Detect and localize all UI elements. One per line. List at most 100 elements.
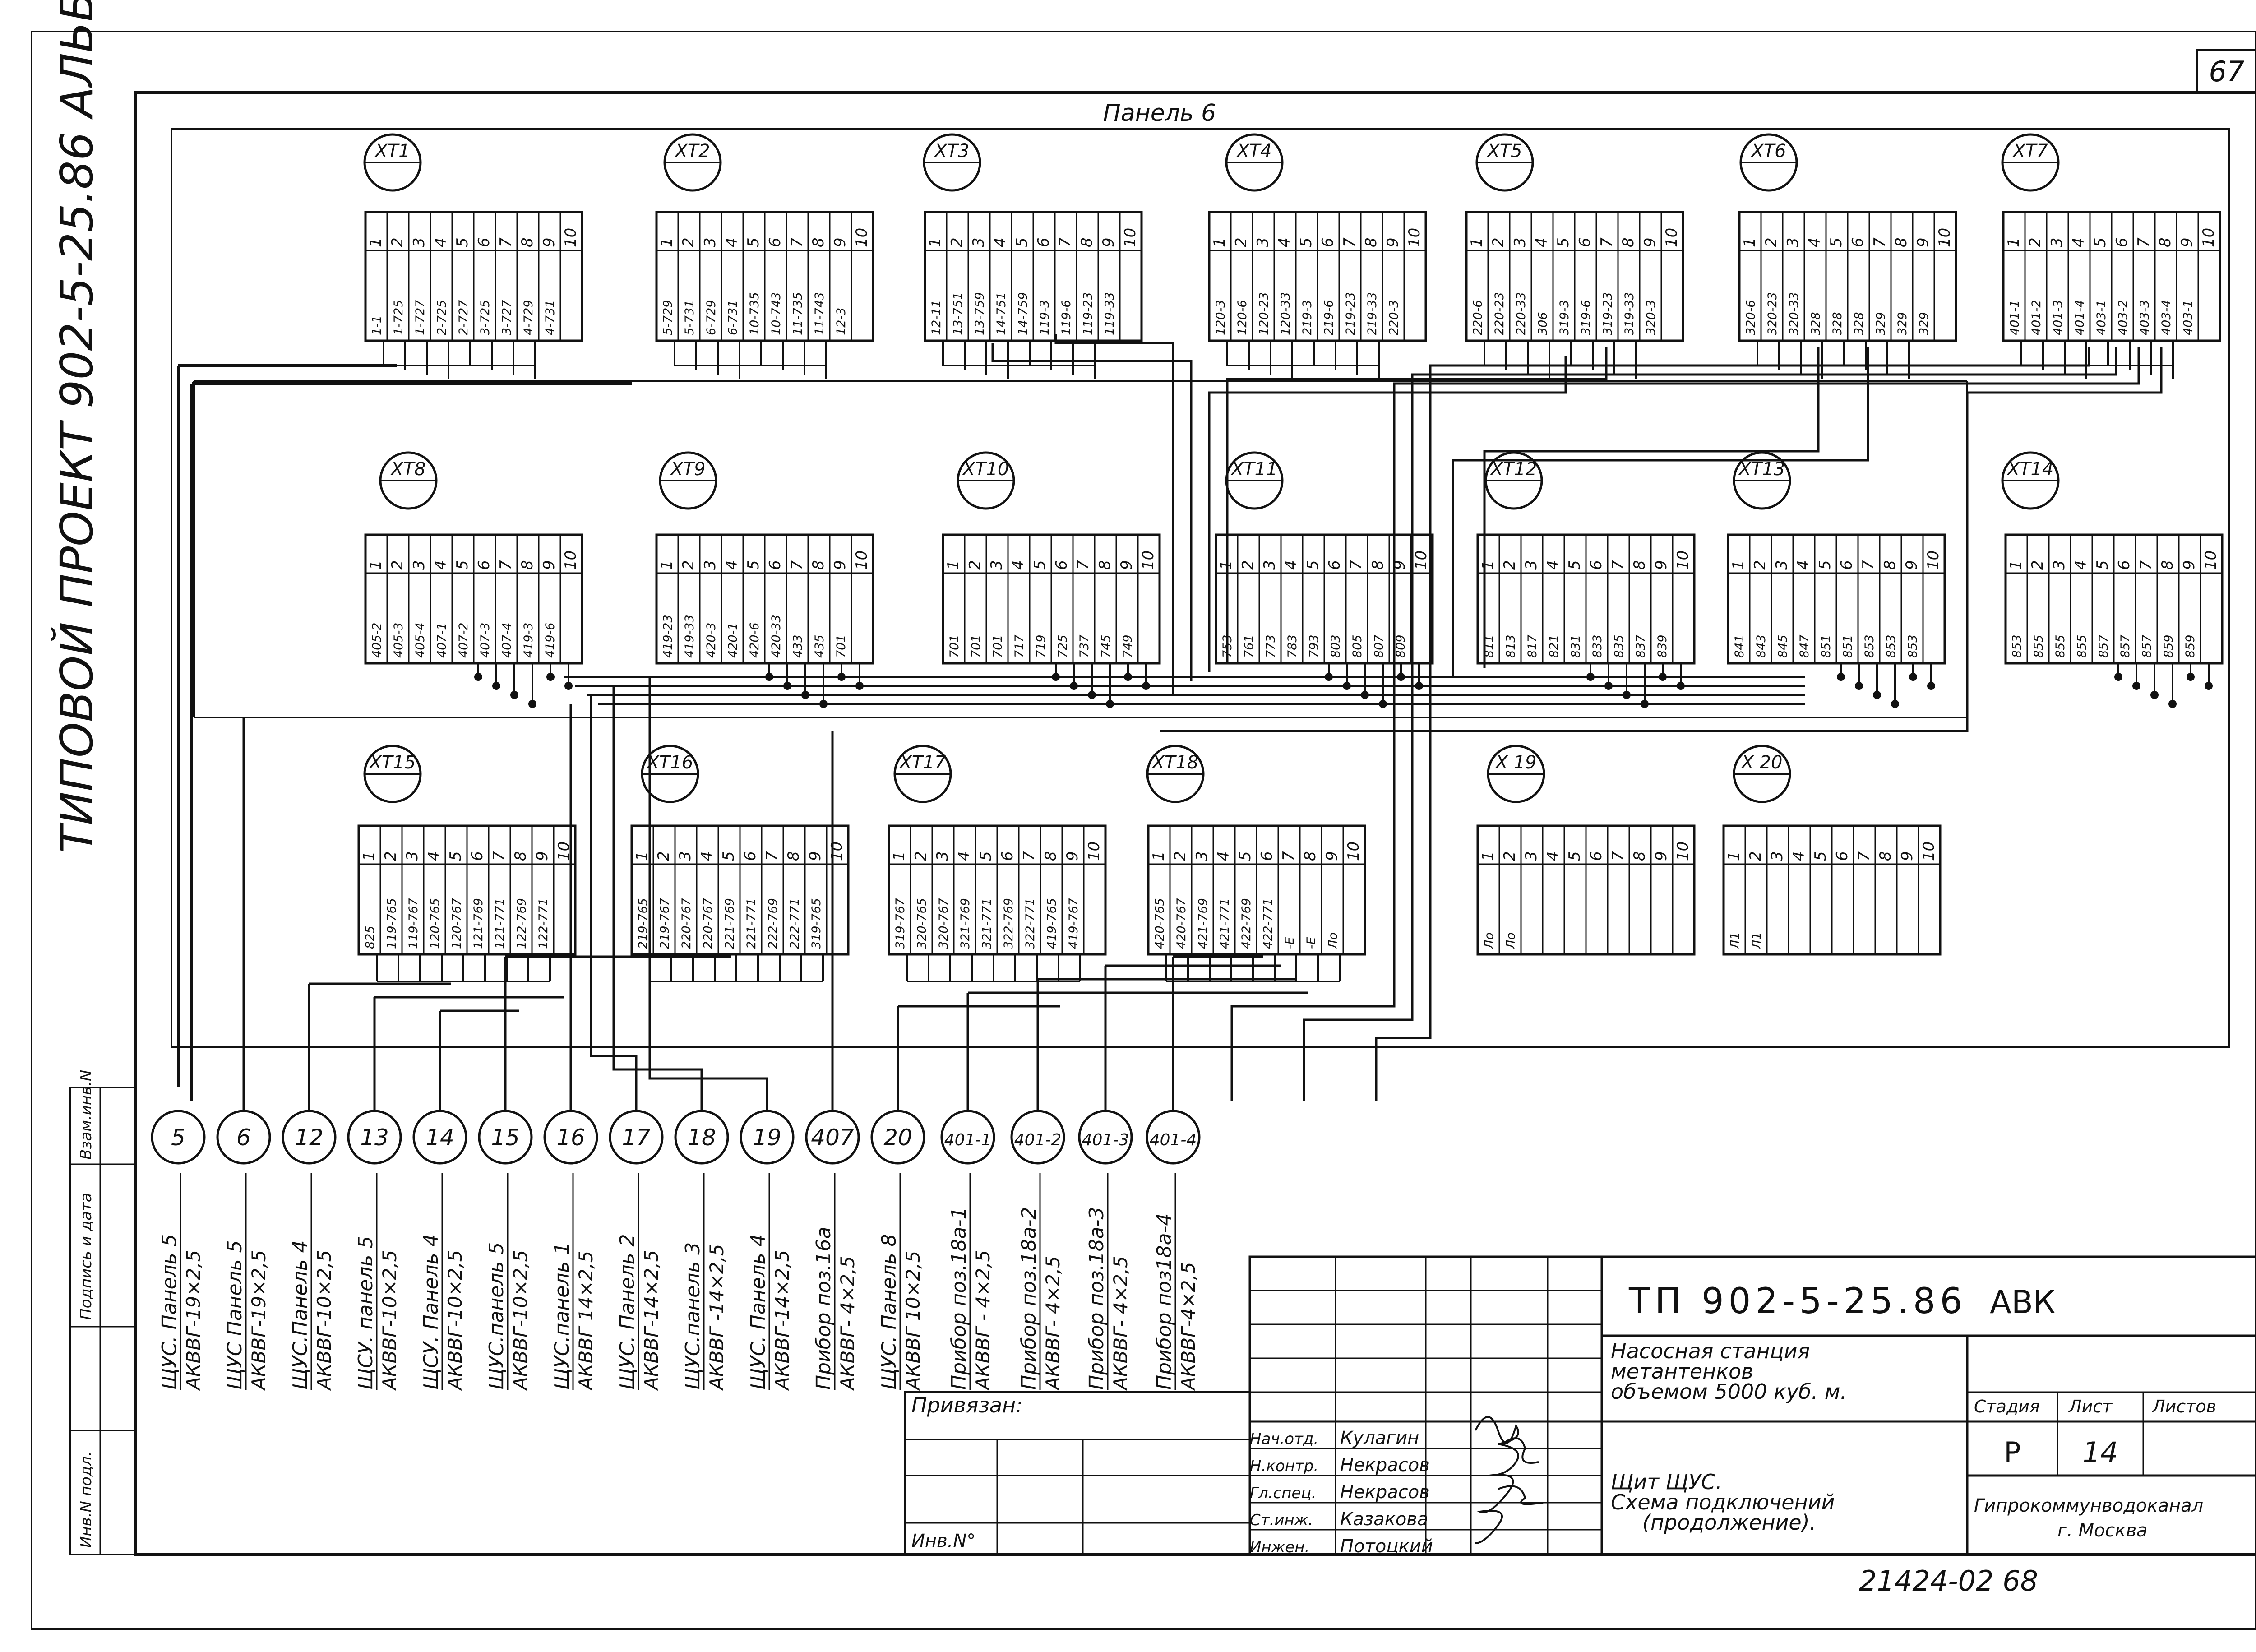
terminal-number: 4 [1276,237,1294,247]
wire-mark: 719 [1034,634,1048,658]
wire-mark: 433 [791,634,805,658]
wire-mark: 320-765 [915,898,929,949]
wire-path [648,677,768,1115]
wire-mark: 420-765 [1153,898,1167,949]
wire-mark: 825 [363,925,377,949]
wire-mark: 221-769 [723,898,737,949]
terminal-number: 2 [1232,237,1250,247]
junction-dot [1927,682,1935,690]
terminal-number: 1 [1479,851,1497,861]
terminal-number: 10 [1920,842,1938,861]
terminal-number: 7 [1871,237,1889,247]
terminal-number: 5 [1297,237,1315,247]
junction-dot [474,673,482,681]
cable-number: 15 [491,1124,520,1151]
wire-mark: 407-1 [435,623,449,658]
cable-number-circle [1146,1110,1201,1165]
cable-type: АКВВГ-14×2,5 [640,1250,662,1391]
cable-type: АКВВГ -14×2,5 [706,1244,728,1391]
terminal-number: 6 [475,560,493,570]
terminal-number: 3 [1522,560,1540,570]
terminal-number: 9 [1652,560,1670,570]
wire-mark: 420-3 [704,623,718,658]
terminal-number: 1 [2005,237,2023,247]
wire-mark: 435 [813,634,827,658]
junction-dot [819,700,828,708]
cable-number: 18 [687,1124,716,1151]
terminal-number: 5 [1554,237,1572,247]
cable-number: 407 [811,1124,854,1151]
stamp-original-inv: Инв.N подл. [77,1451,95,1548]
wire-mark: 421-769 [1196,898,1210,949]
terminal-block: XT111-121-72531-72742-72552-72763-72573-… [363,133,583,342]
junction-dot [1623,691,1631,699]
cable-type: АКВВГ 10×2,5 [902,1251,924,1391]
terminal-block: XT3112-11213-751313-759414-751514-759611… [923,133,1143,342]
wire-mark: 403-1 [2094,300,2108,335]
wire-mark: 851 [1819,634,1833,658]
wire-mark: 419-33 [683,615,697,658]
cable-type: АКВВГ-14×2,5 [771,1250,793,1391]
terminal-number: 4 [432,237,450,247]
cable-destination: ЩУС. Панель 4 [747,1234,770,1390]
wire-mark: 401-4 [2073,300,2087,335]
wire-mark: 841 [1733,634,1747,658]
junction-dot [1586,673,1595,681]
cable-number: 401-2 [1014,1131,1062,1149]
wire-mark: 219-3 [1300,300,1314,335]
terminal-number: 9 [1118,560,1136,570]
cable-number: 17 [622,1124,651,1151]
cable-destination: ЩУС. Панель 8 [878,1234,901,1390]
wire-mark: 5-731 [683,300,697,335]
approval-role: Н.контр. [1250,1457,1318,1475]
terminal-number: 8 [1877,851,1895,861]
terminal-number: 3 [988,560,1006,570]
wire-mark: 320-6 [1744,300,1758,335]
terminal-number: 2 [1762,237,1780,247]
terminal-number: 4 [1533,237,1551,247]
sheet-label: Лист [2068,1397,2113,1416]
wire-mark: 10-735 [748,292,762,335]
terminal-number: 3 [1193,851,1211,861]
terminal-number: 5 [1236,851,1254,861]
cable-number: 13 [360,1124,389,1151]
wire-mark: 405-4 [413,623,427,658]
terminal-number: 10 [1663,228,1681,247]
terminal-number: 1 [1468,237,1486,247]
privyazan-box [904,1391,1251,1555]
terminal-number: 5 [1816,560,1834,570]
wire-mark: 319-6 [1579,300,1593,335]
wire-path [1226,347,1608,663]
wire-mark: 328 [1831,312,1845,335]
inv-label: Инв.N° [911,1531,975,1551]
terminal-number: 5 [1013,237,1031,247]
object-name-line: метантенков [1611,1359,1753,1384]
cable-destination: ЩУС.панель 3 [681,1242,704,1390]
terminal-number: 1 [1479,560,1497,570]
wire-mark: 14-751 [994,292,1008,335]
terminal-number: 2 [388,237,407,247]
block-label: XT4 [1236,141,1271,162]
cable-destination: Прибор поз.18а-3 [1085,1207,1108,1390]
cable-number: 401-3 [1082,1131,1129,1149]
wire-mark: 119-6 [1059,300,1073,335]
terminal-number: 1 [944,560,962,570]
terminal-number: 3 [2048,237,2066,247]
wire-mark: 422-769 [1239,898,1253,949]
terminal-number: 2 [912,851,930,861]
cable-number-circle [282,1110,337,1165]
wire-mark: 11-735 [791,292,805,335]
terminal-number: 6 [766,237,784,247]
wiring [177,334,2213,1115]
wire-mark: 831 [1569,634,1583,658]
wire-mark: 857 [2140,634,2154,658]
wire-mark: 701 [834,634,848,658]
junction-dot [2132,682,2140,690]
wire-mark: 320-3 [1644,300,1658,335]
wire-mark: 120-23 [1257,292,1271,335]
